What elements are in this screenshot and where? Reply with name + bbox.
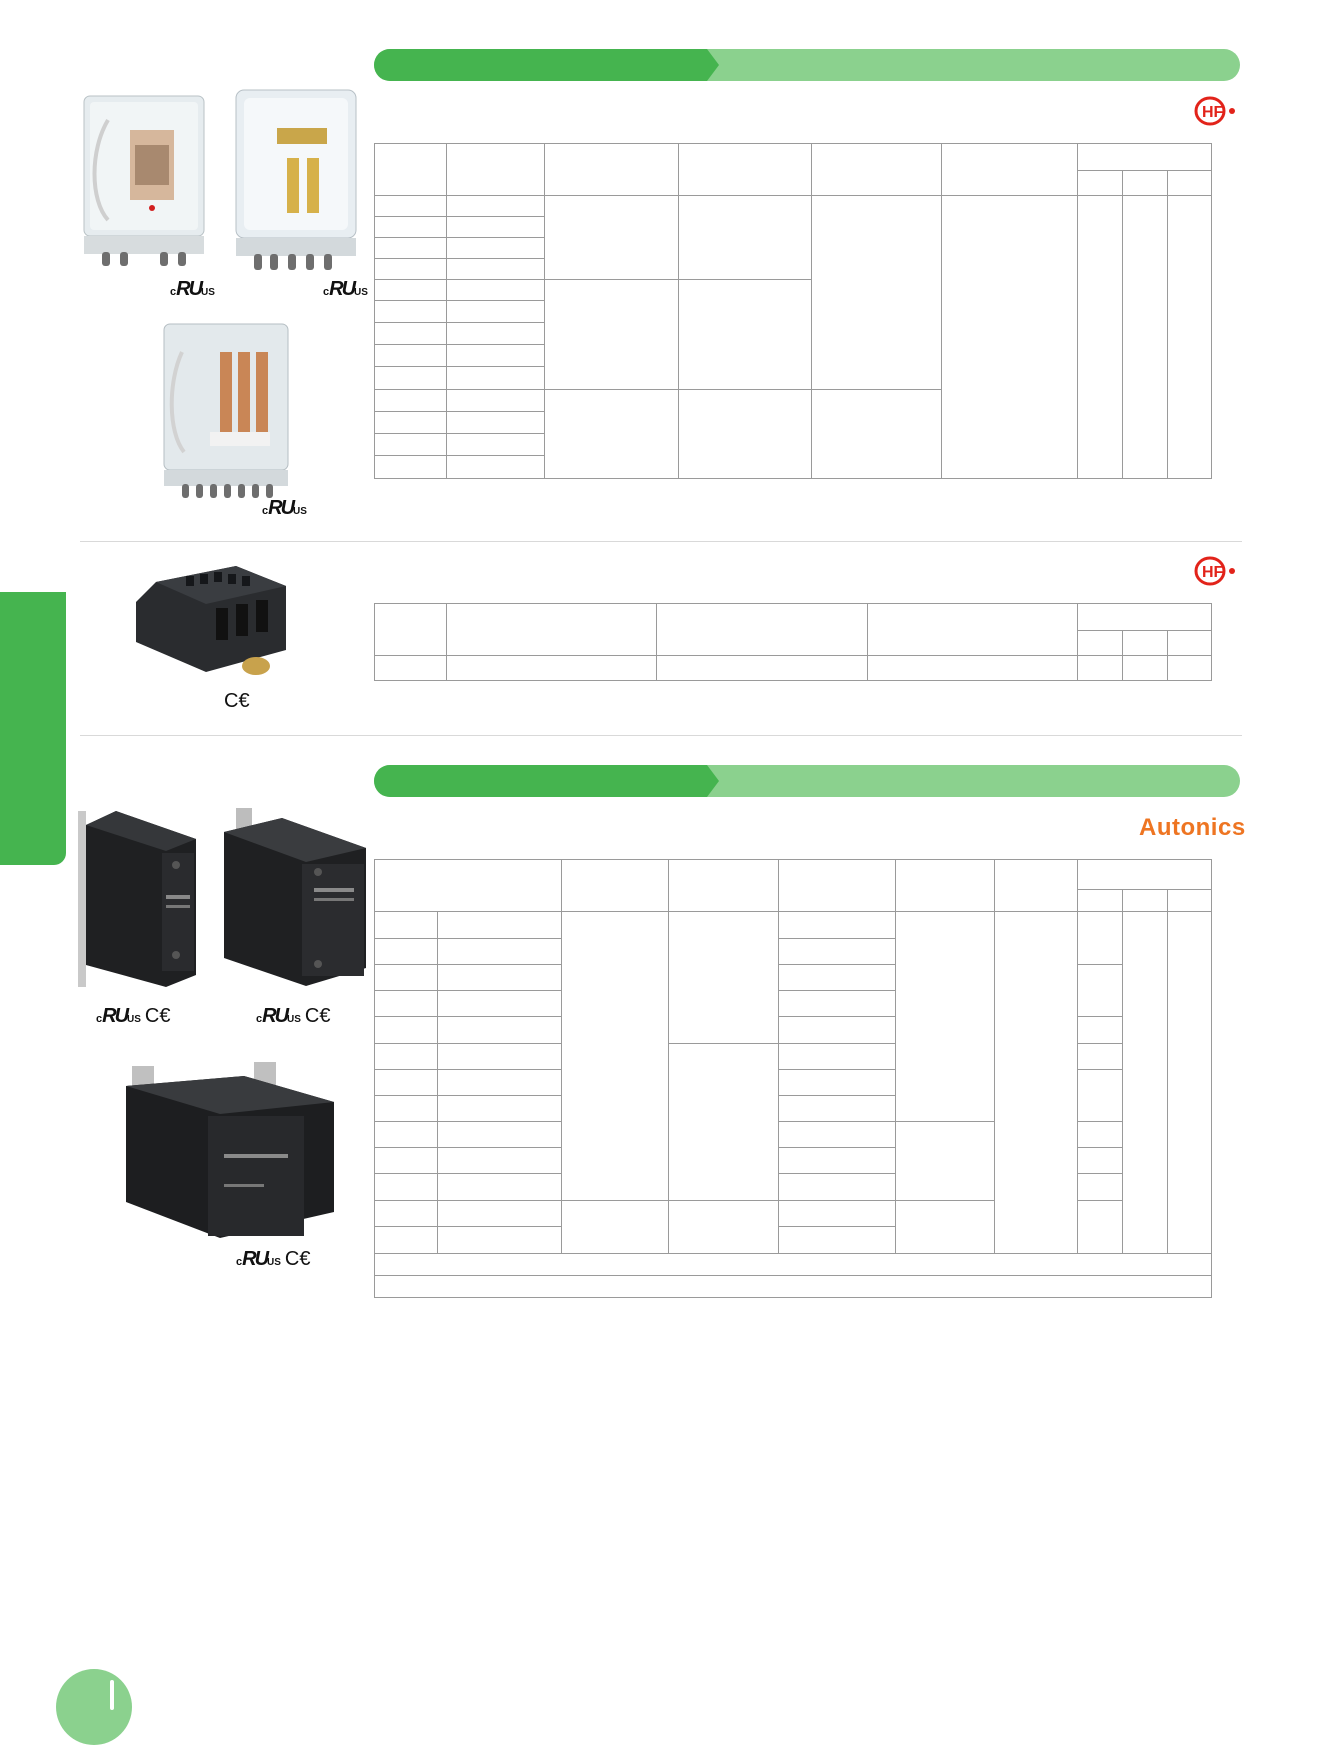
section-header-bar-relays bbox=[374, 49, 1240, 81]
ul-cert-mark: cRUUS bbox=[170, 278, 215, 300]
socket-spec-table bbox=[374, 603, 1212, 681]
page-number-badge bbox=[56, 1669, 132, 1745]
section-divider bbox=[80, 541, 1242, 542]
ssr-photo-3 bbox=[126, 1062, 334, 1238]
relay-photo-2 bbox=[235, 89, 357, 270]
hf-logo-text: HF bbox=[1202, 564, 1224, 581]
ul-cert-mark: cRUUS bbox=[262, 497, 307, 519]
section-divider bbox=[80, 735, 1242, 736]
hongfa-logo: HF bbox=[1194, 96, 1235, 126]
relay-photo-3 bbox=[163, 323, 289, 498]
side-tab bbox=[0, 592, 66, 865]
page-number-mark bbox=[110, 1680, 114, 1710]
ssr-spec-table bbox=[374, 859, 1212, 1298]
ssr-photo-1 bbox=[78, 811, 196, 987]
relay-spec-table bbox=[374, 143, 1212, 479]
hongfa-logo: HF bbox=[1194, 556, 1235, 586]
hf-logo-text: HF bbox=[1202, 104, 1224, 121]
ssr-photo-2 bbox=[224, 808, 366, 986]
relay-photo-1 bbox=[83, 95, 205, 266]
section-header-bar-ssr bbox=[374, 765, 1240, 797]
socket-photo bbox=[136, 566, 286, 675]
ul-cert-mark: cRUUS bbox=[323, 278, 368, 300]
ce-cert-mark: C€ bbox=[224, 690, 250, 712]
autonics-logo: Autonics bbox=[1139, 814, 1246, 841]
